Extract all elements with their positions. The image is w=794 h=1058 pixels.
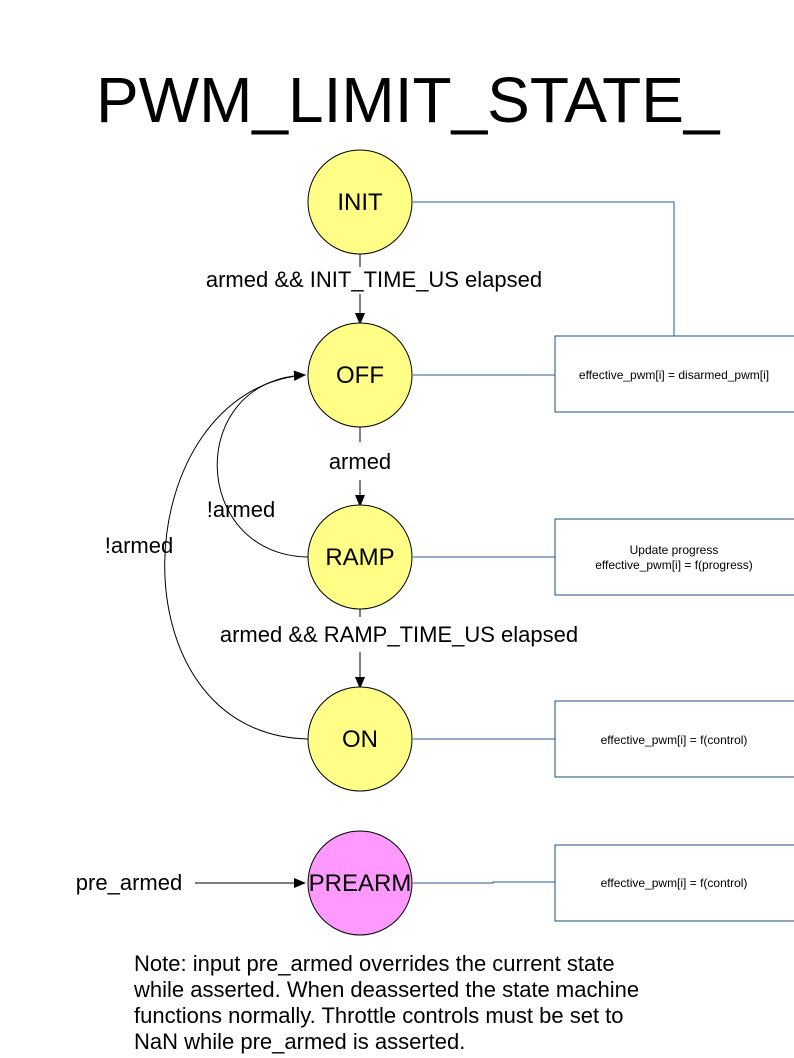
state-prearm-circle [307, 830, 413, 936]
transition-label-ramp-to-off: !armed [207, 497, 275, 522]
action-box-prearm: effective_pwm[i] = f(control) [554, 844, 794, 922]
action-box-ramp: Update progress effective_pwm[i] = f(pro… [554, 518, 794, 596]
state-init-circle [307, 149, 413, 255]
action-ramp-line-1: Update progress [630, 543, 719, 557]
action-box-off: effective_pwm[i] = disarmed_pwm[i] [554, 335, 794, 413]
prearm-action-connector [413, 881, 555, 884]
note-line-2: while asserted. When deasserted the stat… [133, 977, 639, 1002]
action-prearm-line-1: effective_pwm[i] = f(control) [601, 876, 748, 890]
transition-label-ramp-to-on: armed && RAMP_TIME_US elapsed [220, 622, 578, 647]
state-prearm-label: PREARM [309, 870, 412, 897]
note-line-3: functions normally. Throttle controls mu… [134, 1003, 624, 1028]
state-init: INIT [307, 149, 413, 255]
action-box-off-border [554, 335, 794, 413]
action-box-ramp-border [554, 518, 794, 596]
state-prearm: PREARM [307, 830, 413, 936]
action-box-prearm-border [554, 844, 794, 922]
action-on-line-1: effective_pwm[i] = f(control) [601, 733, 748, 747]
action-ramp-line-2: effective_pwm[i] = f(progress) [595, 558, 753, 572]
state-on: ON [307, 686, 413, 792]
state-ramp-label: RAMP [325, 544, 394, 571]
note-line-1: Note: input pre_armed overrides the curr… [134, 951, 615, 976]
action-box-on-border [554, 700, 794, 778]
state-on-circle [307, 686, 413, 792]
state-off-circle [307, 322, 413, 428]
state-off: OFF [307, 322, 413, 428]
diagram-title: PWM_LIMIT_STATE_ [96, 64, 721, 136]
note: Note: input pre_armed overrides the curr… [133, 951, 639, 1054]
state-on-label: ON [342, 726, 378, 753]
input-label-pre-armed: pre_armed [76, 870, 182, 895]
transition-label-off-to-ramp: armed [329, 449, 391, 474]
state-ramp: RAMP [307, 504, 413, 610]
state-off-label: OFF [336, 362, 384, 389]
init-to-off-action-connector [413, 201, 675, 336]
action-connectors [413, 201, 675, 884]
transition-label-on-to-off: !armed [105, 533, 173, 558]
action-box-on: effective_pwm[i] = f(control) [554, 700, 794, 778]
state-ramp-circle [307, 504, 413, 610]
state-init-label: INIT [337, 189, 383, 216]
transition-label-init-to-off: armed && INIT_TIME_US elapsed [206, 267, 542, 292]
ramp-to-off-arrow [216, 370, 309, 558]
on-to-off-arrow [164, 370, 309, 740]
action-off-line-1: effective_pwm[i] = disarmed_pwm[i] [579, 368, 769, 382]
note-line-4: NaN while pre_armed is asserted. [134, 1029, 465, 1054]
